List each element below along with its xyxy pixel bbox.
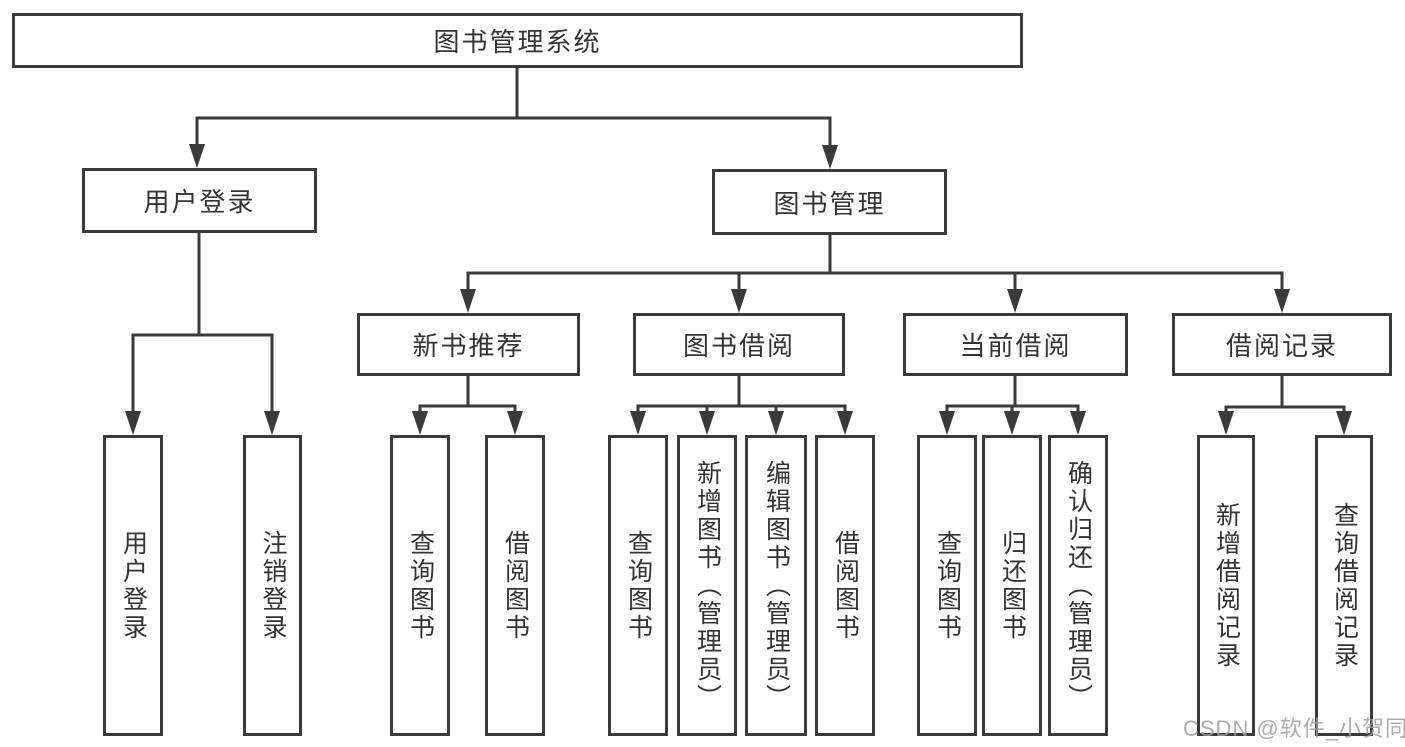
- node-root: 图书管理系统: [12, 13, 1023, 68]
- leaf-query-borrow-record: 查询借阅记录: [1315, 435, 1373, 736]
- leaf-return-books: 归还图书: [982, 435, 1042, 736]
- leaf-user-login: 用户登录: [103, 435, 163, 736]
- leaf-add-borrow-record: 新增借阅记录: [1197, 435, 1255, 736]
- leaf-borrow-books-recommend: 借阅图书: [485, 435, 545, 736]
- leaf-add-book-admin: 新增图书（管理员）: [677, 435, 737, 736]
- leaf-query-books-recommend: 查询图书: [390, 435, 450, 736]
- leaf-edit-book-admin: 编辑图书（管理员）: [745, 435, 807, 736]
- leaf-logout: 注销登录: [243, 435, 302, 736]
- watermark: CSDN @软件_小贺同学: [1183, 716, 1405, 741]
- node-current-borrow: 当前借阅: [903, 313, 1128, 376]
- node-borrow-records: 借阅记录: [1172, 313, 1392, 376]
- leaf-query-books-borrow: 查询图书: [608, 435, 668, 736]
- leaf-borrow-books: 借阅图书: [815, 435, 875, 736]
- node-book-borrow: 图书借阅: [633, 313, 845, 376]
- leaf-confirm-return-admin: 确认归还（管理员）: [1048, 435, 1108, 736]
- node-book-management: 图书管理: [712, 169, 947, 235]
- node-user-login: 用户登录: [82, 168, 317, 233]
- leaf-query-books-current: 查询图书: [917, 435, 977, 736]
- node-new-book-recommend: 新书推荐: [357, 313, 580, 376]
